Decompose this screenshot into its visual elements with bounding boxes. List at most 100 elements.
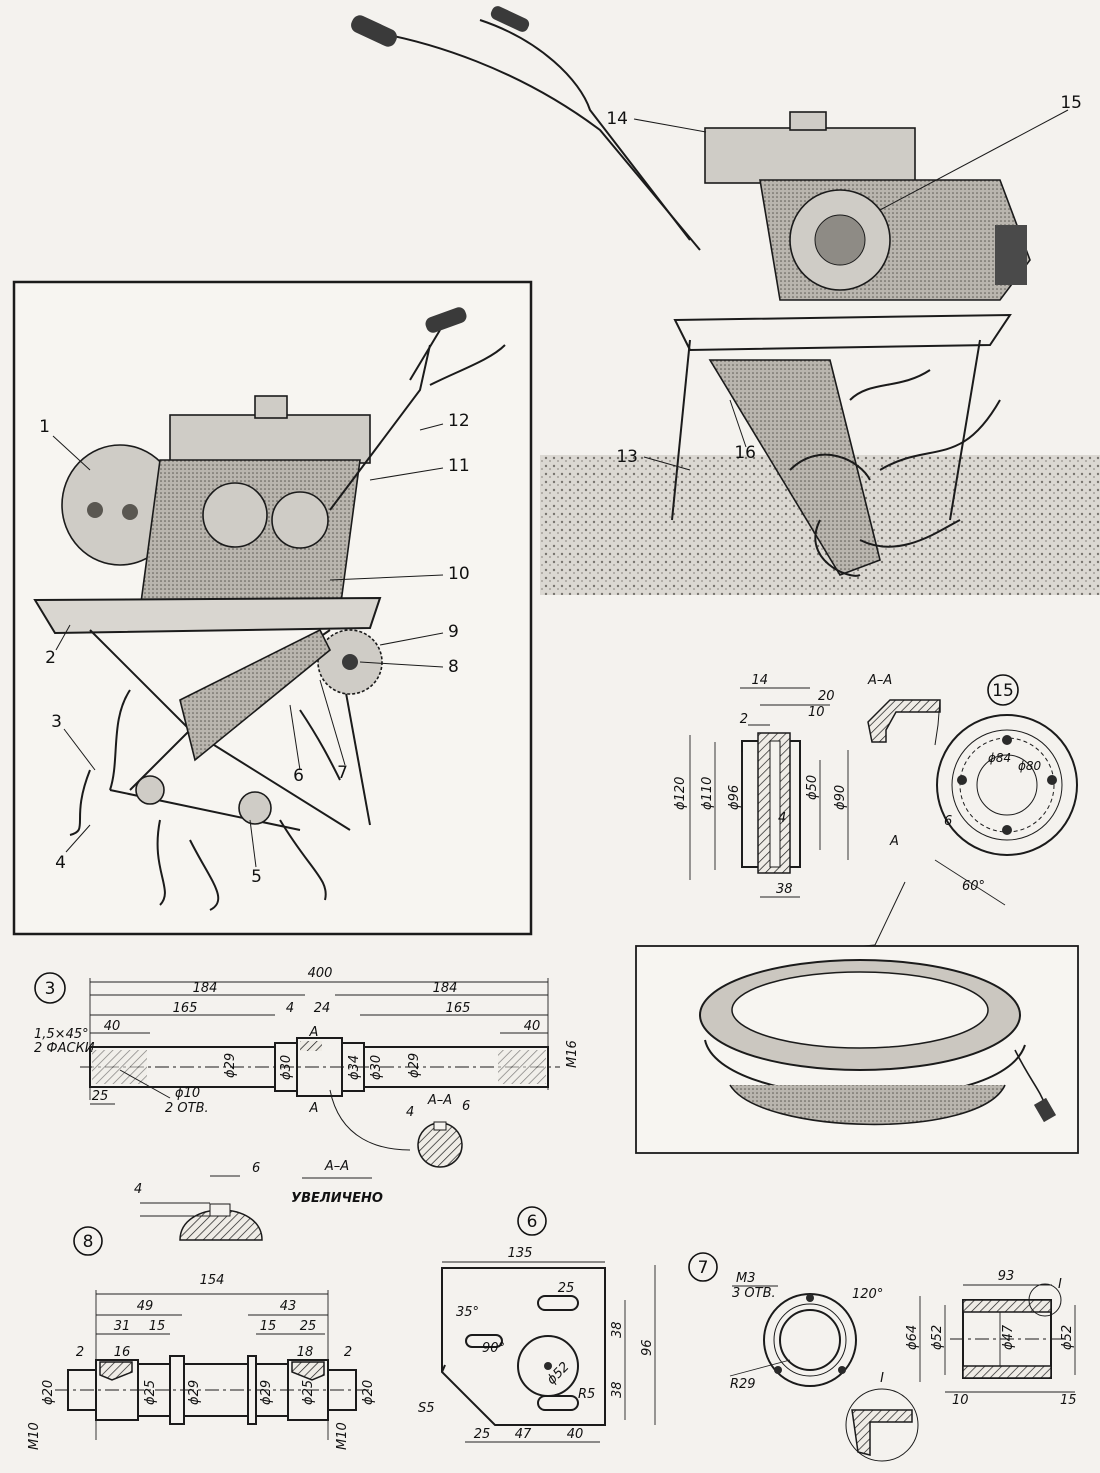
drum-dim-d80: ϕ80 bbox=[1018, 759, 1042, 773]
part6-dim-96: 96 bbox=[640, 1339, 655, 1356]
inset-label-9: 9 bbox=[448, 622, 459, 642]
shaft-dim-165-right: 165 bbox=[446, 1001, 471, 1016]
part7-dim-d52-right: ϕ52 bbox=[1060, 1325, 1075, 1350]
shaft-section-title-small: А–А bbox=[427, 1093, 452, 1108]
shaft-dim-24: 24 bbox=[314, 1001, 331, 1016]
inset-label-2: 2 bbox=[45, 648, 56, 668]
part6-dim-90deg: 90° bbox=[482, 1341, 505, 1356]
part6-dim-r5: R5 bbox=[578, 1387, 595, 1402]
part8-dim-25: 25 bbox=[300, 1319, 317, 1334]
part7-drawing: 7 М3 3 ОТВ. 120° R29 93 I ϕ64 ϕ52 ϕ47 ϕ5… bbox=[688, 1252, 1077, 1462]
drum-photo bbox=[635, 881, 1079, 1154]
part8-dim-2-right: 2 bbox=[344, 1345, 352, 1360]
shaft-dim-184-right: 184 bbox=[433, 981, 458, 996]
drum-drawing: 14 20 10 2 ϕ120 ϕ110 ϕ96 ϕ50 ϕ90 4 38 А–… bbox=[673, 673, 1078, 906]
drum-dim-14: 14 bbox=[751, 673, 768, 688]
inset-label-8: 8 bbox=[448, 657, 459, 677]
part7-mark-i-detail: I bbox=[880, 1371, 884, 1386]
shaft-holes-note: 2 ОТВ. bbox=[165, 1101, 209, 1116]
part6-dim-38-lower: 38 bbox=[610, 1381, 625, 1398]
part7-dim-3holes: 3 ОТВ. bbox=[732, 1286, 776, 1301]
part8-dim-31: 31 bbox=[114, 1319, 131, 1334]
part7-dim-d47: ϕ47 bbox=[1001, 1324, 1016, 1350]
shaft-dim-184-left: 184 bbox=[193, 981, 218, 996]
part7-dim-m3: М3 bbox=[736, 1271, 756, 1286]
part6-dim-25-bottom: 25 bbox=[474, 1427, 491, 1442]
shaft-dim-d30-right: ϕ30 bbox=[369, 1055, 384, 1080]
shaft-dim-25: 25 bbox=[92, 1089, 109, 1104]
part6-dim-38-upper: 38 bbox=[610, 1321, 625, 1338]
shaft-section-dim-6: 6 bbox=[462, 1099, 470, 1114]
inset-label-12: 12 bbox=[448, 411, 470, 431]
photo-label-14: 14 bbox=[606, 109, 628, 129]
drum-part-number: 15 bbox=[992, 681, 1014, 701]
drum-dim-2: 2 bbox=[740, 712, 748, 727]
shaft-dim-4: 4 bbox=[286, 1001, 294, 1016]
drum-dim-6: 6 bbox=[944, 814, 952, 829]
part7-dim-120deg: 120° bbox=[852, 1287, 883, 1302]
inset-label-6: 6 bbox=[293, 766, 304, 786]
drum-dim-d110: ϕ110 bbox=[700, 777, 715, 810]
drum-dim-d84: ϕ84 bbox=[988, 751, 1011, 765]
cultivator-photo: 14 15 13 16 bbox=[351, 6, 1100, 595]
part7-number: 7 bbox=[698, 1258, 709, 1278]
part8-dim-d29-left: ϕ29 bbox=[187, 1380, 202, 1405]
enlarged-dim-4: 4 bbox=[134, 1182, 142, 1197]
shaft-drawing: 3 400 184 184 165 165 4 24 40 40 1,5×45°… bbox=[34, 966, 580, 1241]
inset-label-11: 11 bbox=[448, 456, 470, 476]
drum-dim-60deg: 60° bbox=[962, 879, 985, 894]
part6-drawing: 6 135 35° 25 90° ϕ52 38 38 96 R5 S5 25 4… bbox=[418, 1206, 656, 1443]
part7-dim-d64: ϕ64 bbox=[905, 1325, 920, 1350]
part6-dim-25-top: 25 bbox=[558, 1281, 575, 1296]
assembly-inset: 1 12 11 10 9 8 2 3 6 7 4 5 bbox=[12, 280, 533, 936]
part6-dim-47: 47 bbox=[515, 1427, 532, 1442]
shaft-dim-400: 400 bbox=[308, 966, 333, 981]
shaft-dim-165-left: 165 bbox=[173, 1001, 198, 1016]
part8-dim-d20-left: ϕ20 bbox=[41, 1380, 56, 1405]
part8-drawing: 8 154 49 43 31 15 15 25 2 16 18 2 ϕ20 ϕ2… bbox=[27, 1226, 376, 1450]
shaft-dim-40-left: 40 bbox=[104, 1019, 121, 1034]
drum-section-title: А–А bbox=[867, 673, 892, 688]
enlarged-section-note: УВЕЛИЧЕНО bbox=[291, 1191, 383, 1206]
shaft-dim-m16: М16 bbox=[565, 1040, 580, 1068]
part6-dim-40: 40 bbox=[567, 1427, 584, 1442]
shaft-section-dim-4: 4 bbox=[406, 1105, 414, 1120]
part6-dim-35deg: 35° bbox=[456, 1305, 479, 1320]
drum-dim-section-mark: А bbox=[889, 834, 899, 849]
drum-dim-4: 4 bbox=[778, 811, 786, 826]
inset-label-3: 3 bbox=[51, 712, 62, 732]
part8-dim-15-left: 15 bbox=[149, 1319, 166, 1334]
drum-dim-d50: ϕ50 bbox=[805, 775, 820, 800]
part7-dim-d52-left: ϕ52 bbox=[930, 1325, 945, 1350]
part8-dim-m10-right: М10 bbox=[335, 1422, 350, 1450]
part8-number: 8 bbox=[83, 1232, 94, 1252]
part8-dim-43: 43 bbox=[280, 1299, 297, 1314]
part8-dim-2-left: 2 bbox=[76, 1345, 84, 1360]
shaft-dim-40-right: 40 bbox=[524, 1019, 541, 1034]
part7-dim-10: 10 bbox=[952, 1393, 969, 1408]
photo-label-13: 13 bbox=[616, 447, 638, 467]
part8-dim-16: 16 bbox=[114, 1345, 131, 1360]
part8-dim-d20-right: ϕ20 bbox=[361, 1380, 376, 1405]
part8-dim-154: 154 bbox=[200, 1273, 225, 1288]
shaft-dim-d29-left: ϕ29 bbox=[223, 1053, 238, 1078]
part7-dim-15: 15 bbox=[1060, 1393, 1077, 1408]
photo-label-16: 16 bbox=[734, 443, 756, 463]
drum-dim-d96: ϕ96 bbox=[727, 785, 742, 810]
drum-dim-d120: ϕ120 bbox=[673, 777, 688, 810]
drum-dim-20: 20 bbox=[818, 689, 835, 704]
inset-label-1: 1 bbox=[39, 417, 50, 437]
inset-label-7: 7 bbox=[337, 763, 348, 783]
inset-label-4: 4 bbox=[55, 853, 66, 873]
shaft-dim-d30-left: ϕ30 bbox=[279, 1055, 294, 1080]
part6-number: 6 bbox=[527, 1212, 538, 1232]
enlarged-section-title: А–А bbox=[324, 1159, 349, 1174]
part7-dim-93: 93 bbox=[998, 1269, 1015, 1284]
part8-dim-d29-right: ϕ29 bbox=[259, 1380, 274, 1405]
drum-dim-38: 38 bbox=[776, 882, 793, 897]
shaft-part-number: 3 bbox=[45, 979, 56, 999]
part8-dim-m10-left: М10 bbox=[27, 1422, 42, 1450]
shaft-section-mark-top: А bbox=[309, 1025, 319, 1040]
enlarged-dim-6: 6 bbox=[252, 1161, 260, 1176]
